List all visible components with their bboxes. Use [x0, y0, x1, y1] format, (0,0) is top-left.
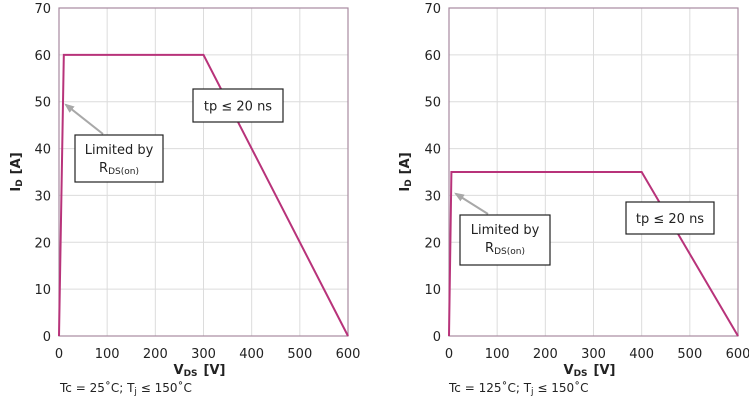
x-axis-title: VDS[V]	[564, 363, 616, 379]
y-tick-label: 40	[34, 143, 51, 158]
x-tick-label: 0	[55, 347, 63, 362]
rds-on-label: RDS(on)	[99, 161, 139, 177]
x-tick-label: 600	[336, 347, 361, 362]
soa-boundary-line	[448, 171, 739, 337]
limited-by-label: Limited by	[471, 223, 540, 238]
y-tick-label: 30	[424, 189, 441, 204]
conditions-footnote: Tc = 125˚C; Tj ≤ 150˚C	[448, 380, 589, 397]
y-axis-title: ID[A]	[9, 152, 25, 191]
plot-frame	[448, 7, 739, 337]
limited-arrow	[64, 103, 104, 135]
x-tick-label: 500	[287, 347, 312, 362]
x-tick-label: 600	[726, 347, 749, 362]
y-tick-label: 60	[34, 49, 51, 64]
y-tick-label: 70	[34, 2, 51, 17]
y-tick-label: 50	[34, 96, 51, 111]
y-tick-label: 10	[424, 283, 441, 298]
x-tick-label: 500	[677, 347, 702, 362]
y-tick-label: 30	[34, 189, 51, 204]
x-tick-label: 200	[143, 347, 168, 362]
limited-arrow	[454, 192, 489, 215]
x-tick-label: 400	[629, 347, 654, 362]
x-tick-label: 100	[485, 347, 510, 362]
y-tick-label: 0	[433, 330, 441, 345]
conditions-footnote: Tc = 25˚C; Tj ≤ 150˚C	[59, 380, 192, 397]
y-tick-label: 70	[424, 2, 441, 17]
y-tick-label: 0	[43, 330, 51, 345]
limited-by-label: Limited by	[85, 143, 154, 158]
y-axis-title: ID[A]	[398, 152, 414, 191]
pulse-width-box	[192, 88, 284, 123]
y-tick-label: 20	[34, 236, 51, 251]
x-tick-label: 200	[533, 347, 558, 362]
x-tick-label: 0	[445, 347, 453, 362]
y-tick-label: 10	[34, 283, 51, 298]
y-tick-label: 60	[424, 49, 441, 64]
y-tick-label: 50	[424, 96, 441, 111]
y-tick-label: 20	[424, 236, 441, 251]
y-tick-label: 40	[424, 143, 441, 158]
plot-frame	[58, 7, 349, 337]
limited-by-box	[74, 134, 164, 183]
chart-left: 0 100 200 300 400 500 600 0 10 20 30 40 50 60 70VDS[V]…	[9, 2, 360, 397]
chart-right: 0 100 200 300 400 500 600 0 10 20 30 40 50 60 70VDS[V]…	[398, 2, 749, 397]
x-axis-title: VDS[V]	[174, 363, 226, 379]
pulse-width-label: tp ≤ 20 ns	[636, 212, 704, 227]
x-tick-label: 400	[239, 347, 264, 362]
pulse-width-label: tp ≤ 20 ns	[204, 100, 272, 115]
limited-by-box	[459, 214, 551, 266]
x-tick-label: 300	[581, 347, 606, 362]
pulse-width-box	[625, 201, 715, 235]
x-tick-label: 100	[95, 347, 120, 362]
x-tick-label: 300	[191, 347, 216, 362]
rds-on-label: RDS(on)	[485, 241, 525, 257]
soa-boundary-line	[58, 53, 349, 337]
